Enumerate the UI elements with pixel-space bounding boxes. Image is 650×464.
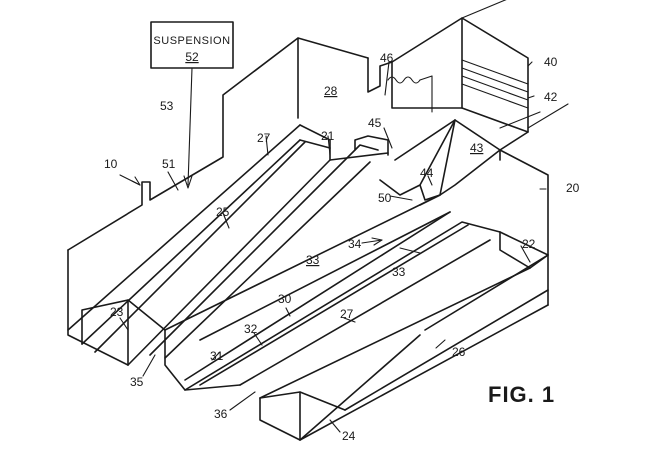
label-20: 20 <box>566 181 580 195</box>
label-50: 50 <box>378 191 392 205</box>
label-42: 42 <box>544 90 558 104</box>
label-44: 44 <box>420 166 434 180</box>
label-27-top: 27 <box>257 131 271 145</box>
label-33-underlined: 33 <box>306 253 320 267</box>
suspension-box: SUSPENSION 52 <box>150 21 234 69</box>
label-45: 45 <box>368 116 382 130</box>
label-22: 22 <box>522 237 536 251</box>
label-21: 21 <box>321 129 335 143</box>
lamp-module <box>379 0 569 206</box>
label-30: 30 <box>278 292 292 306</box>
label-34: 34 <box>348 237 362 251</box>
label-31: 31 <box>210 349 224 363</box>
reference-labels: 10 51 53 28 46 40 42 45 43 27 21 25 44 5… <box>104 51 580 443</box>
figure-caption: FIG. 1 <box>488 382 555 407</box>
label-24: 24 <box>342 429 356 443</box>
label-27-bottom: 27 <box>340 307 354 321</box>
leader-lines <box>119 61 547 433</box>
label-35: 35 <box>130 375 144 389</box>
label-10: 10 <box>104 157 118 171</box>
lower-housing <box>164 149 549 441</box>
suspension-line <box>187 67 193 186</box>
label-33: 33 <box>392 265 406 279</box>
label-36: 36 <box>214 407 228 421</box>
label-53: 53 <box>160 99 174 113</box>
suspension-label: SUSPENSION <box>153 35 230 47</box>
label-26: 26 <box>452 345 466 359</box>
label-32: 32 <box>244 322 258 336</box>
label-40: 40 <box>544 55 558 69</box>
label-25: 25 <box>216 205 230 219</box>
label-51: 51 <box>162 157 176 171</box>
label-28: 28 <box>324 84 338 98</box>
label-46: 46 <box>380 51 394 65</box>
label-52: 52 <box>185 50 199 64</box>
label-23: 23 <box>110 305 124 319</box>
label-43: 43 <box>470 141 484 155</box>
